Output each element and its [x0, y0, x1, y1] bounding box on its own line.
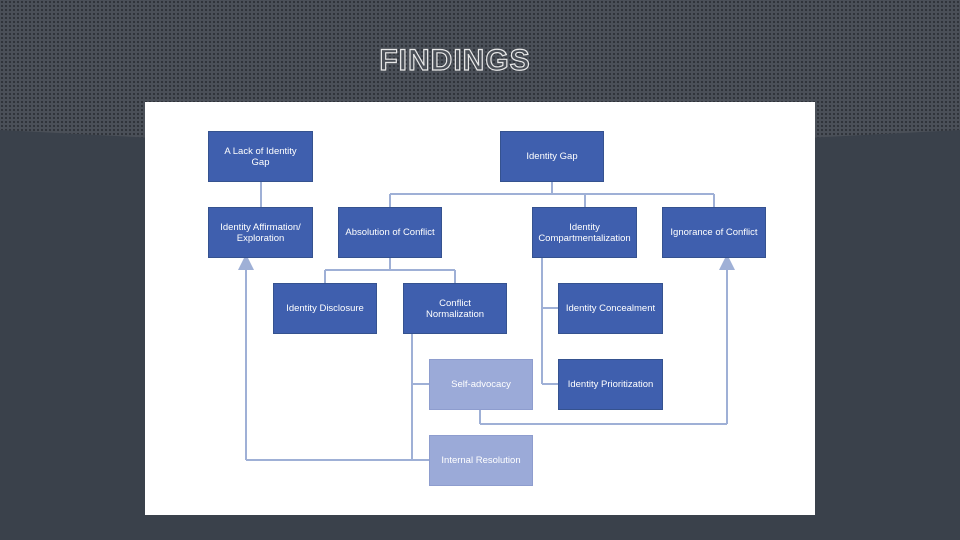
node-identity-concealment: Identity Concealment	[558, 283, 663, 334]
node-ignorance-of-conflict: Ignorance of Conflict	[662, 207, 766, 258]
node-lack-of-identity-gap: A Lack of Identity Gap	[208, 131, 313, 182]
node-conflict-normalization: Conflict Normalization	[403, 283, 507, 334]
node-internal-resolution: Internal Resolution	[429, 435, 533, 486]
diagram-canvas: A Lack of Identity Gap Identity Gap Iden…	[145, 102, 815, 515]
node-identity-disclosure: Identity Disclosure	[273, 283, 377, 334]
node-absolution-of-conflict: Absolution of Conflict	[338, 207, 442, 258]
slide-title: FINDINGS	[379, 43, 531, 77]
connector-lines	[238, 182, 735, 461]
node-identity-prioritization: Identity Prioritization	[558, 359, 663, 410]
node-self-advocacy: Self-advocacy	[429, 359, 533, 410]
node-identity-gap: Identity Gap	[500, 131, 604, 182]
node-identity-compartmentalization: Identity Compartmentalization	[532, 207, 637, 258]
node-identity-affirmation: Identity Affirmation/ Exploration	[208, 207, 313, 258]
